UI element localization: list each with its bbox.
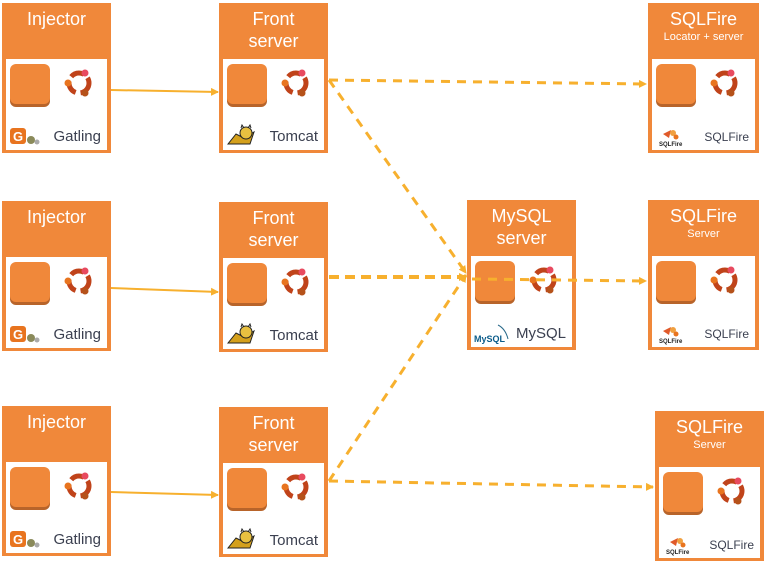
- software-label: SQLFire: [704, 327, 749, 341]
- svg-text:SQLFire: SQLFire: [659, 142, 683, 148]
- svg-text:MySQL: MySQL: [474, 334, 506, 344]
- vm-panel: Tomcat: [223, 59, 324, 150]
- tomcat-logo-icon: [226, 528, 255, 549]
- vm-icon: [656, 64, 696, 104]
- node-title: SQLFire: [675, 417, 744, 437]
- node-subtitle: Locator + server: [663, 31, 744, 43]
- vm-icon: [10, 467, 50, 507]
- node-subtitle: Server: [693, 439, 726, 451]
- injector-node[interactable]: Injector G Gatling: [2, 406, 111, 556]
- vm-panel: Tomcat: [223, 258, 324, 349]
- software-label: SQLFire: [709, 538, 754, 552]
- gatling-logo-icon: G: [10, 531, 40, 548]
- ubuntu-icon: [281, 473, 309, 501]
- software-label: Gatling: [53, 326, 101, 343]
- node-title-line2: server: [248, 31, 299, 51]
- edge-injector1-front1: [110, 87, 219, 96]
- ubuntu-icon: [717, 477, 745, 505]
- node-title: Injector: [26, 412, 87, 432]
- sqlfire-logo-icon: SQLFire: [659, 130, 683, 148]
- software-label: Tomcat: [269, 327, 318, 344]
- ubuntu-icon: [64, 69, 92, 97]
- vm-icon: [10, 262, 50, 302]
- vm-panel: SQLFire SQLFire: [652, 256, 755, 347]
- gatling-logo-icon: G: [10, 128, 40, 145]
- vm-panel: SQLFire SQLFire: [659, 467, 760, 558]
- vm-panel: G Gatling: [6, 59, 107, 150]
- software-label: Gatling: [53, 531, 101, 548]
- node-title-line2: server: [248, 435, 299, 455]
- ubuntu-icon: [529, 266, 557, 294]
- node-title: Injector: [26, 207, 87, 227]
- node-title-line2: server: [496, 228, 547, 248]
- vm-panel: G Gatling: [6, 462, 107, 553]
- vm-icon: [656, 261, 696, 301]
- node-title: Front: [252, 413, 295, 433]
- ubuntu-icon: [281, 268, 309, 296]
- vm-icon: [475, 261, 515, 301]
- tomcat-logo-icon: [226, 323, 255, 344]
- vm-icon: [227, 64, 267, 104]
- svg-text:G: G: [13, 327, 23, 342]
- node-title: Front: [252, 9, 295, 29]
- vm-panel: MySQL MySQL: [471, 256, 572, 347]
- sqlfire-logo-icon: SQLFire: [659, 327, 683, 345]
- edge-front1-mysql: [327, 79, 468, 274]
- vm-panel: G Gatling: [6, 257, 107, 348]
- node-title: Front: [252, 208, 295, 228]
- vm-icon: [227, 468, 267, 508]
- gatling-logo-icon: G: [10, 326, 40, 343]
- software-label: Gatling: [53, 128, 101, 145]
- vm-panel: Tomcat: [223, 463, 324, 554]
- vm-icon: [663, 472, 703, 512]
- injector-node[interactable]: Injector G Gatling: [2, 3, 111, 153]
- edge-front3-mysql: [327, 274, 468, 482]
- node-title: Injector: [26, 9, 87, 29]
- mysql-logo-icon: MySQL: [474, 324, 509, 344]
- software-label: Tomcat: [269, 128, 318, 145]
- edge-injector2-front2: [110, 287, 219, 296]
- node-title: SQLFire: [669, 9, 738, 29]
- vm-icon: [10, 64, 50, 104]
- svg-text:G: G: [13, 129, 23, 144]
- ubuntu-icon: [64, 472, 92, 500]
- ubuntu-icon: [64, 267, 92, 295]
- svg-text:SQLFire: SQLFire: [666, 550, 690, 556]
- software-label: MySQL: [515, 325, 566, 342]
- node-title-line2: server: [248, 230, 299, 250]
- sqlfire-logo-icon: SQLFire: [666, 538, 690, 556]
- injector-node[interactable]: Injector G Gatling: [2, 201, 111, 351]
- node-title: SQLFire: [669, 206, 738, 226]
- edge-front1-sqlfire1: [328, 78, 647, 88]
- svg-text:G: G: [13, 532, 23, 547]
- software-label: Tomcat: [269, 532, 318, 549]
- edge-front3-sqlfire3: [328, 479, 654, 491]
- ubuntu-icon: [710, 69, 738, 97]
- svg-text:SQLFire: SQLFire: [659, 339, 683, 345]
- edge-injector3-front3: [110, 490, 219, 499]
- ubuntu-icon: [281, 69, 309, 97]
- node-title: MySQL: [491, 206, 552, 226]
- vm-panel: SQLFire SQLFire: [652, 59, 755, 150]
- tomcat-logo-icon: [226, 124, 255, 145]
- node-subtitle: Server: [687, 228, 720, 240]
- vm-icon: [227, 263, 267, 303]
- ubuntu-icon: [710, 266, 738, 294]
- software-label: SQLFire: [704, 130, 749, 144]
